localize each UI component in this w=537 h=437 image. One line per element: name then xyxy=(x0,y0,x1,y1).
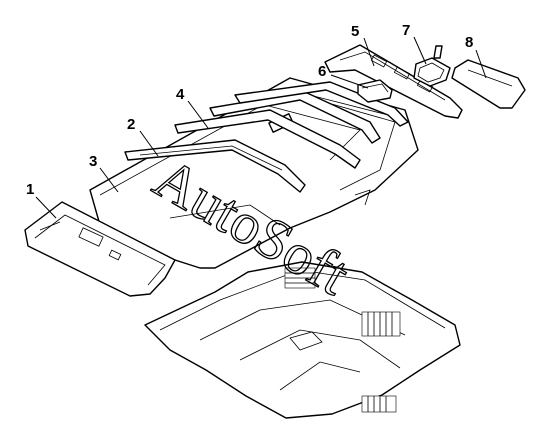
callout-labels: 1 2 3 4 5 6 7 8 xyxy=(26,22,473,198)
bracket xyxy=(357,79,393,103)
floor-pan xyxy=(144,261,461,419)
leader-lines xyxy=(35,36,487,219)
sun-visor xyxy=(451,59,526,109)
front-header-bow xyxy=(124,139,306,193)
callout-7: 7 xyxy=(402,22,410,39)
callout-4: 4 xyxy=(176,86,185,103)
callout-6: 6 xyxy=(318,63,326,80)
callout-1: 1 xyxy=(26,181,34,198)
callout-5: 5 xyxy=(351,23,359,40)
callout-8: 8 xyxy=(465,34,473,51)
front-panel xyxy=(24,201,176,297)
interior-lamp xyxy=(413,45,451,87)
rear-header-strip xyxy=(324,44,463,119)
callout-3: 3 xyxy=(89,153,97,170)
callout-2: 2 xyxy=(127,116,135,133)
roof-bows xyxy=(174,81,409,169)
